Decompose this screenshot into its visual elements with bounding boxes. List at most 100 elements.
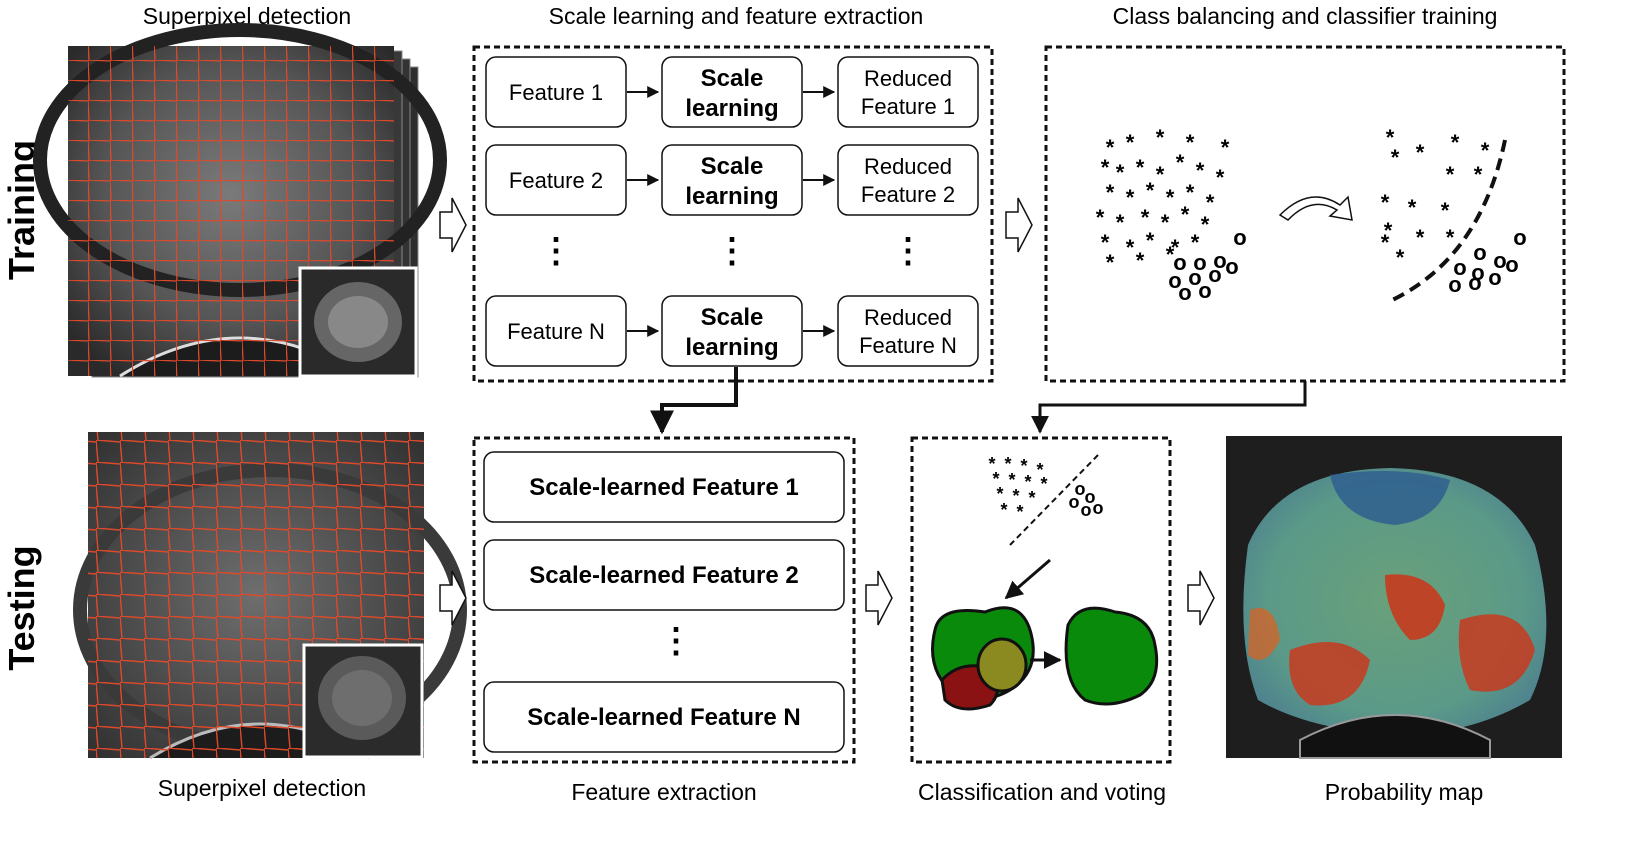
scatter-star: * [1191, 230, 1200, 255]
scatter-circle: o [1168, 268, 1181, 293]
scatter-circle: o [1471, 260, 1484, 285]
scatter-star: * [1384, 218, 1393, 243]
feature-n-label: Feature N [507, 319, 605, 344]
hollow-arrow-test-2 [865, 570, 893, 626]
scatter-star: * [1201, 212, 1210, 237]
scale-learned-feature-n-label: Scale-learned Feature N [527, 704, 800, 731]
hollow-arrow-test-3 [1187, 570, 1215, 626]
scatter-circle: o [1081, 500, 1092, 520]
feature-2-label: Feature 2 [509, 168, 603, 193]
scatter-star: * [1391, 145, 1400, 170]
scatter-circle: o [1188, 265, 1201, 290]
scatter-circle: o [1505, 252, 1518, 277]
scatter-star: * [1206, 190, 1215, 215]
feature-ellipsis-3: ⋮ [891, 232, 925, 270]
scatter-star: * [1446, 225, 1455, 250]
svg-text:Reduced: Reduced [864, 305, 952, 330]
reduced-feature-1-box [837, 56, 979, 128]
scatter-star: * [1000, 500, 1007, 520]
scale-learned-ellipsis: ⋮ [659, 622, 693, 660]
svg-text:learning: learning [685, 183, 778, 210]
region-after-voting [1064, 606, 1159, 706]
scatter-star: * [988, 454, 995, 474]
scatter-star: * [1166, 242, 1175, 267]
classification-boundary [1009, 454, 1099, 546]
classification-panel [910, 436, 1172, 764]
scatter-star: * [1004, 454, 1011, 474]
scatter-star: * [1186, 180, 1195, 205]
scatter-star: * [1024, 472, 1031, 492]
svg-text:Feature 1: Feature 1 [861, 94, 955, 119]
scatter-star: * [1196, 158, 1205, 183]
svg-text:Reduced: Reduced [864, 154, 952, 179]
svg-text:learning: learning [685, 334, 778, 361]
scatter-star: * [1126, 185, 1135, 210]
scatter-star: * [1116, 160, 1125, 185]
scatter-circle: o [1473, 240, 1486, 265]
feature-extraction-caption: Feature extraction [571, 779, 756, 805]
decision-boundary [1387, 139, 1507, 304]
scatter-circle: o [1085, 487, 1096, 507]
scatter-circle: o [1198, 278, 1211, 303]
scatter-star: * [1408, 195, 1417, 220]
scatter-star: * [1101, 230, 1110, 255]
scatter-star: * [996, 484, 1003, 504]
scatter-star: * [1216, 165, 1225, 190]
scatter-star: * [1451, 130, 1460, 155]
scatter-star: * [1166, 185, 1175, 210]
scatter-circle: o [1213, 248, 1226, 273]
scatter-circle: o [1208, 262, 1221, 287]
scatter-star: * [1171, 235, 1180, 260]
hollow-arrow-test-1 [439, 570, 467, 626]
scatter-star: * [1396, 245, 1405, 270]
connector-classifier-to-voting [1031, 381, 1307, 434]
scatter-star: * [1136, 155, 1145, 180]
scatter-star: * [1181, 202, 1190, 227]
hollow-arrow-train-2 [1005, 197, 1033, 253]
scatter-star: * [1474, 162, 1483, 187]
scatter-star: * [1106, 250, 1115, 275]
scale-learning-box-2 [661, 144, 803, 216]
scatter-star: * [1381, 190, 1390, 215]
scatter-star: * [1096, 205, 1105, 230]
scatter-star: * [1101, 155, 1110, 180]
scatter-star: * [1116, 210, 1125, 235]
scatter-star: * [1416, 225, 1425, 250]
scatter-star: * [1126, 235, 1135, 260]
svg-text:Scale: Scale [701, 304, 764, 331]
scatter-circle: o [1193, 250, 1206, 275]
svg-text:Scale: Scale [701, 65, 764, 92]
scatter-circle: o [1178, 280, 1191, 305]
scatter-star: * [1040, 474, 1047, 494]
svg-text:Feature 2: Feature 2 [861, 182, 955, 207]
testing-row-label: Testing [1, 545, 42, 670]
probability-map-caption: Probability map [1325, 779, 1484, 805]
scatter-circle: o [1488, 265, 1501, 290]
scatter-circle: o [1468, 270, 1481, 295]
scatter-star: * [1008, 470, 1015, 490]
scatter-star: * [1020, 456, 1027, 476]
scatter-circle: o [1173, 250, 1186, 275]
scatter-star: * [1016, 502, 1023, 522]
feature-1-box [485, 56, 627, 128]
scatter-star: * [1481, 138, 1490, 163]
scatter-star: * [1126, 130, 1135, 155]
scatter-circle: o [1075, 479, 1086, 499]
hollow-arrow-train-1 [439, 197, 467, 253]
scatter-star: * [1141, 205, 1150, 230]
scatter-circle: o [1093, 498, 1104, 518]
scale-learning-title: Scale learning and feature extraction [549, 3, 924, 29]
reduced-feature-n-box [837, 295, 979, 367]
scatter-circle: o [1225, 254, 1238, 279]
scatter-circle: o [1448, 272, 1461, 297]
scatter-star: * [1146, 228, 1155, 253]
classification-caption: Classification and voting [918, 779, 1166, 805]
feature-row-2: Feature 2 Scale learning Reduced Feature… [485, 144, 979, 216]
scatter-star: * [1028, 488, 1035, 508]
scatter-circle: o [1493, 248, 1506, 273]
testing-superpixel-caption: Superpixel detection [158, 775, 366, 801]
svg-text:Reduced: Reduced [864, 66, 952, 91]
scatter-star: * [1106, 180, 1115, 205]
